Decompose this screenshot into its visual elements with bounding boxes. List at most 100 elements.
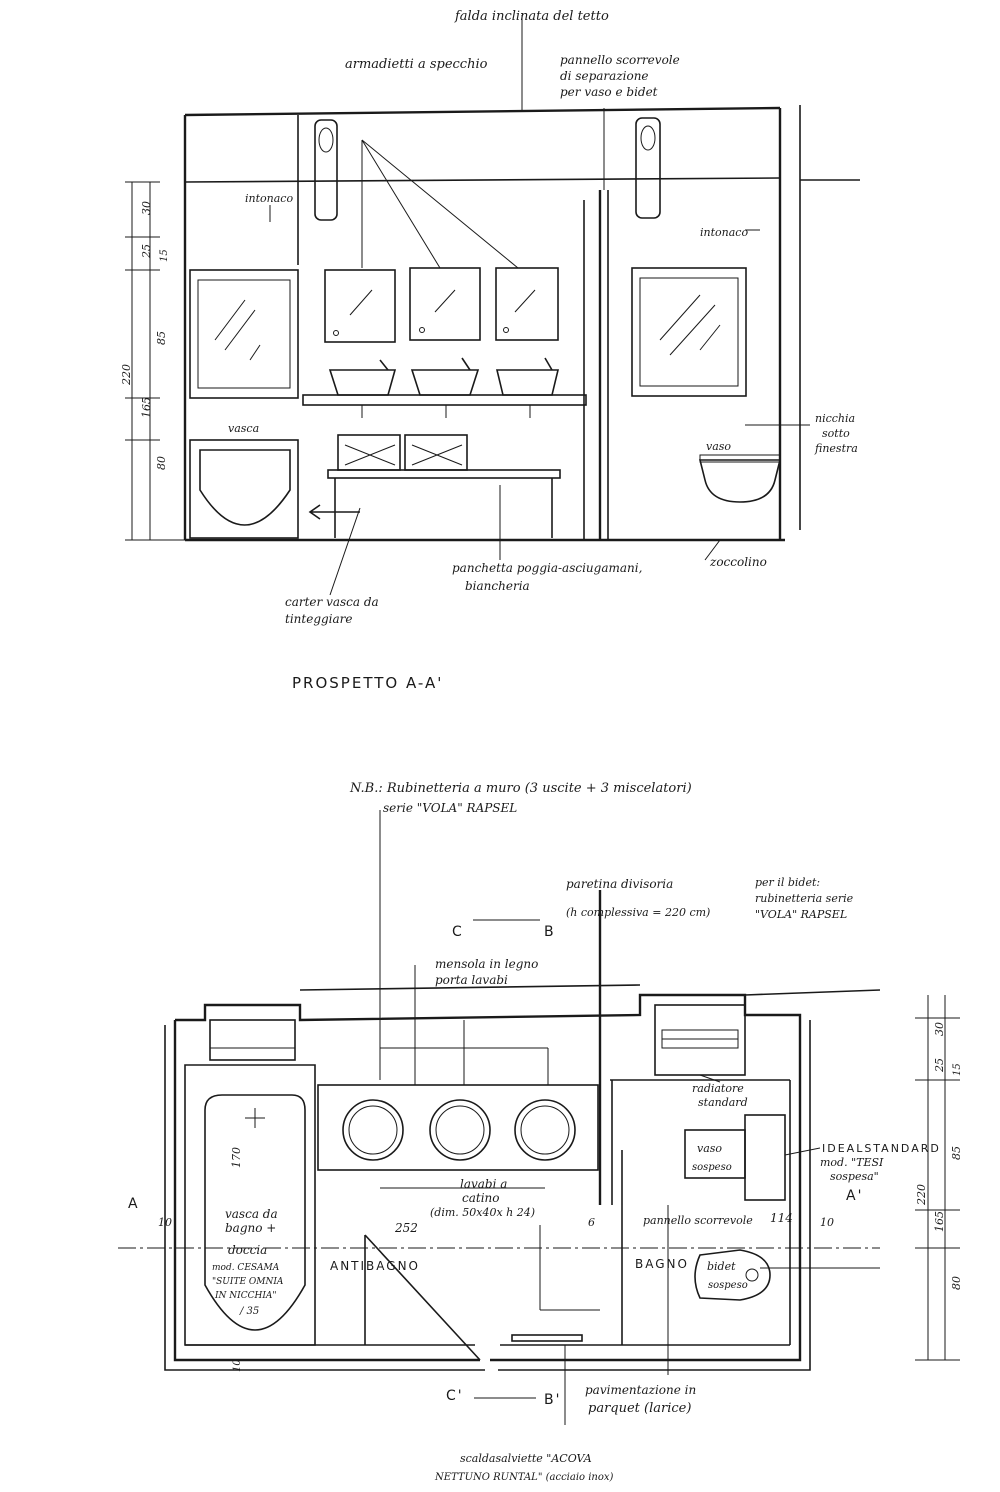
basin-2 bbox=[410, 369, 480, 396]
mirror-cabinet-3 bbox=[495, 267, 559, 341]
dim-220: 220 bbox=[120, 364, 133, 386]
label-panel-3: per vaso e bidet bbox=[560, 85, 658, 99]
dim-bottom-10: 10 bbox=[232, 1359, 243, 1372]
label-wc-2: sospeso bbox=[692, 1162, 732, 1173]
glass-hatch bbox=[434, 289, 456, 313]
toilet-bowl bbox=[698, 459, 782, 503]
section-marker-a-prime: A' bbox=[846, 1188, 863, 1204]
basket-hatch bbox=[344, 444, 396, 466]
wall-lamp-left bbox=[314, 119, 338, 221]
leader-line bbox=[361, 139, 441, 269]
dim-r15: 15 bbox=[952, 1063, 963, 1076]
glass-hatch bbox=[699, 324, 721, 351]
faucet bbox=[461, 357, 471, 371]
label-basins-1: lavabi a bbox=[460, 1177, 507, 1191]
wc-cistern bbox=[744, 1114, 786, 1201]
glass-hatch bbox=[214, 299, 246, 341]
label-shelf-1: mensola in legno bbox=[435, 957, 538, 971]
glass-hatch bbox=[224, 309, 256, 351]
label-niche-2: sotto bbox=[822, 427, 850, 440]
dim-r165: 165 bbox=[933, 1211, 946, 1232]
plan-outer-wall-line bbox=[164, 1025, 485, 1371]
plan-note-2: serie "VOLA" RAPSEL bbox=[383, 801, 517, 815]
label-tub-1: vasca da bbox=[225, 1207, 278, 1221]
section-marker-c: C bbox=[452, 924, 464, 940]
label-carter-2: tinteggiare bbox=[285, 612, 353, 626]
label-panel-1: pannello scorrevole bbox=[560, 53, 680, 67]
label-tub-5: "SUITE OMNIA bbox=[212, 1277, 284, 1287]
mirror-cabinet-1 bbox=[324, 269, 396, 343]
dim-165: 165 bbox=[140, 397, 153, 418]
plan-upper-wall bbox=[744, 989, 881, 996]
label-niche-3: finestra bbox=[814, 442, 858, 455]
plan-outer-wall-left bbox=[173, 1020, 480, 1362]
lamp-shade-right bbox=[640, 125, 656, 151]
bidet-drain bbox=[745, 1268, 759, 1282]
dim-30: 30 bbox=[140, 201, 153, 215]
section-marker-b: B bbox=[544, 924, 556, 940]
label-bench-2: biancheria bbox=[465, 579, 530, 593]
dim-85: 85 bbox=[155, 331, 168, 345]
plan-view: N.B.: Rubinetteria a muro (3 uscite + 3 … bbox=[118, 781, 963, 1483]
label-bidet-tap-2: rubinetteria serie bbox=[755, 892, 854, 905]
dim-r25: 25 bbox=[933, 1058, 946, 1073]
window-left-glass bbox=[197, 279, 291, 389]
basket-hatch bbox=[411, 444, 463, 466]
label-ideal-3: sospesa" bbox=[830, 1170, 879, 1183]
section-marker-b-prime: B' bbox=[544, 1392, 561, 1408]
label-plaster-left: intonaco bbox=[245, 192, 293, 205]
towel-warmer bbox=[511, 1334, 583, 1342]
label-basins-2: catino bbox=[462, 1191, 500, 1205]
plan-upper-wall bbox=[299, 984, 641, 991]
label-mirrors: armadietti a specchio bbox=[345, 57, 488, 72]
faucet bbox=[544, 357, 553, 371]
door-leaf bbox=[364, 1234, 481, 1361]
glass-hatch bbox=[349, 289, 373, 316]
plan-outer-wall bbox=[175, 993, 802, 1362]
tub-front bbox=[189, 439, 299, 539]
label-towel-2: NETTUNO RUNTAL" (acciaio inox) bbox=[434, 1472, 614, 1483]
wall-lamp-right bbox=[635, 117, 661, 219]
towel-bench bbox=[327, 469, 561, 479]
tub-shape bbox=[199, 449, 291, 526]
label-partition-1: paretina divisoria bbox=[566, 877, 673, 891]
basin-plan-3 bbox=[514, 1099, 576, 1161]
wood-shelf bbox=[302, 394, 587, 406]
bidet-plan bbox=[694, 1249, 771, 1301]
basin-plan-3-inner bbox=[520, 1105, 570, 1155]
label-floor-2: parquet (larice) bbox=[588, 1401, 691, 1416]
dim-r220: 220 bbox=[915, 1184, 928, 1206]
leader-line bbox=[329, 507, 361, 596]
dim-80: 80 bbox=[155, 456, 168, 470]
label-niche-1: nicchia bbox=[815, 412, 855, 425]
dim-r80: 80 bbox=[950, 1276, 963, 1290]
basin-3 bbox=[495, 369, 560, 396]
window-left bbox=[189, 269, 299, 399]
lamp-shade-left bbox=[318, 127, 334, 153]
label-shelf-2: porta lavabi bbox=[435, 973, 508, 987]
basin-plan-2 bbox=[429, 1099, 491, 1161]
laundry-basket-1 bbox=[337, 434, 401, 471]
basin-plan-1-inner bbox=[348, 1105, 398, 1155]
bathtub-plan bbox=[204, 1094, 306, 1331]
faucet bbox=[379, 359, 389, 371]
dim-15: 15 bbox=[159, 249, 170, 262]
label-towel-1: scaldasalviette "ACOVA bbox=[460, 1452, 592, 1465]
laundry-basket-2 bbox=[404, 434, 468, 471]
leader-line bbox=[784, 1147, 821, 1156]
label-partition-2: (h complessiva = 220 cm) bbox=[566, 906, 710, 919]
basin-plan-1 bbox=[342, 1099, 404, 1161]
leader-line bbox=[704, 539, 721, 561]
label-plaster-right: intonaco bbox=[700, 226, 748, 239]
label-slide-panel: pannello scorrevole bbox=[643, 1214, 753, 1227]
leader-line bbox=[361, 139, 519, 269]
radiator bbox=[654, 1004, 746, 1076]
label-tub-3: doccia bbox=[228, 1243, 267, 1257]
label-tub-6: IN NICCHIA" bbox=[214, 1291, 277, 1301]
dim-252: 252 bbox=[394, 1221, 418, 1235]
label-floor-1: pavimentazione in bbox=[585, 1383, 696, 1397]
window-right bbox=[631, 267, 747, 397]
label-bench-1: panchetta poggia-asciugamani, bbox=[452, 561, 642, 575]
